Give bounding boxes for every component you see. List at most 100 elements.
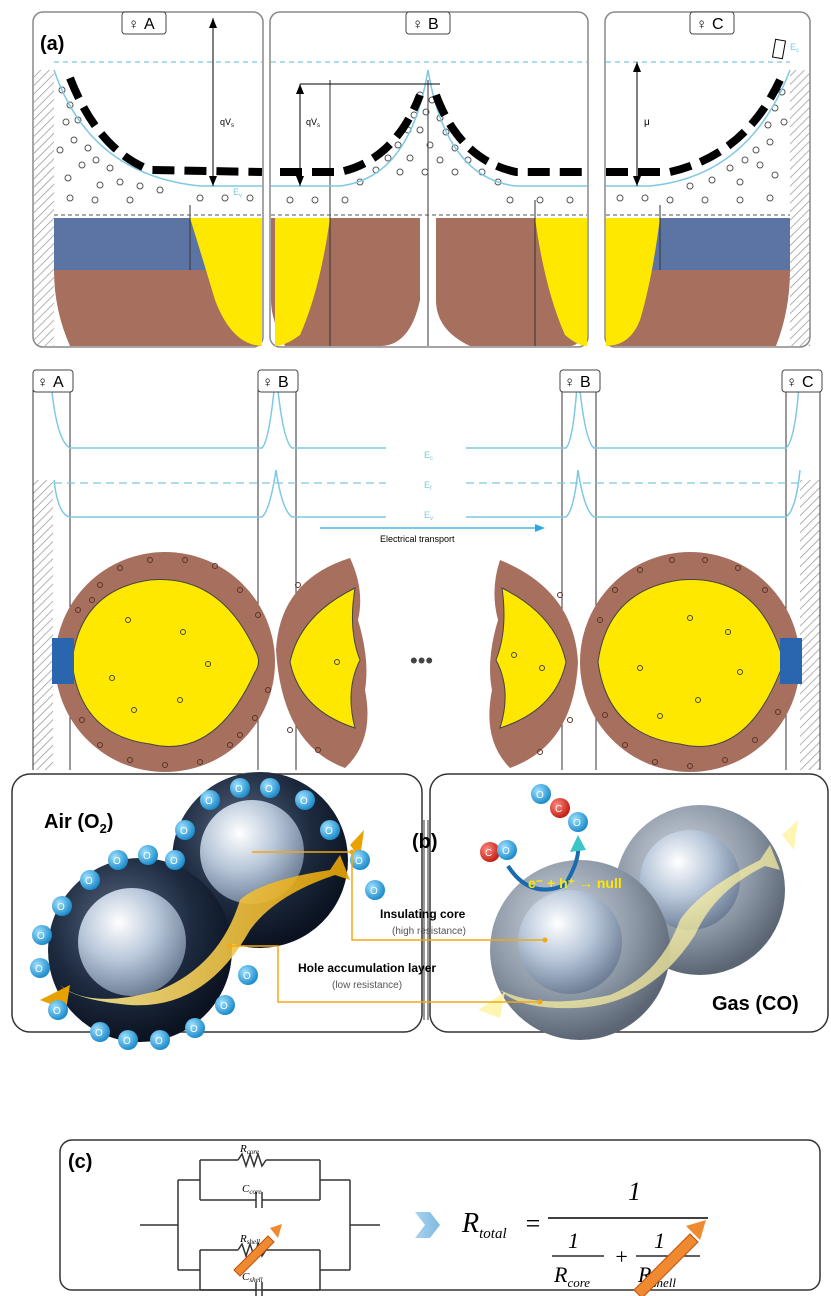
mu-label: μ	[644, 117, 650, 128]
panel-a-label: (a)	[40, 33, 64, 55]
svg-text:(low resistance): (low resistance)	[332, 980, 402, 991]
probe-b-chain-right: ♀B	[560, 370, 600, 392]
probe-a-top: ♀ A	[122, 12, 166, 34]
svg-text:O: O	[37, 931, 45, 942]
o-ion: O	[497, 840, 517, 860]
svg-text:O: O	[170, 856, 178, 867]
ellipsis: •••	[410, 648, 433, 673]
o-ion: O	[108, 850, 128, 870]
probe-c-chain: ♀C	[782, 370, 822, 392]
o-ion: O	[138, 845, 158, 865]
svg-text:C: C	[802, 374, 814, 391]
panel-b: (b) Air (O2) Gas (CO) O O O O O O O O O …	[12, 772, 828, 1050]
probe-c-top: ♀ C	[690, 12, 734, 34]
o-ion: O	[260, 778, 280, 798]
svg-text:O: O	[355, 856, 363, 867]
svg-text:C: C	[485, 848, 492, 859]
grain-right	[580, 552, 802, 772]
o-ion: O	[165, 850, 185, 870]
svg-text:O: O	[265, 784, 273, 795]
svg-text:♀: ♀	[696, 16, 707, 33]
svg-text:O: O	[205, 796, 213, 807]
o-ion: O	[230, 778, 250, 798]
svg-text:B: B	[428, 16, 439, 33]
svg-text:♀: ♀	[37, 374, 48, 391]
svg-text:C: C	[712, 16, 724, 33]
svg-text:O: O	[235, 784, 243, 795]
grain-partial-right	[489, 560, 578, 768]
grain-left	[52, 552, 275, 772]
band-diagram-a: qVs Ev (a) ♀ A	[33, 12, 263, 347]
svg-text:O: O	[502, 846, 510, 857]
svg-text:♀: ♀	[412, 16, 423, 33]
svg-text:+: +	[614, 1244, 629, 1269]
o-ion: O	[48, 1000, 68, 1020]
grain-partial-left	[276, 558, 368, 768]
probe-b-chain-left: ♀B	[258, 370, 298, 392]
svg-text:♀: ♀	[564, 374, 575, 391]
o-ion: O	[295, 790, 315, 810]
svg-text:O: O	[220, 1001, 228, 1012]
svg-text:O: O	[113, 856, 121, 867]
svg-text:A: A	[53, 374, 64, 391]
svg-text:O: O	[123, 1036, 131, 1047]
probe-a-chain: ♀A	[33, 370, 73, 392]
panel-c: (c)	[60, 1140, 820, 1296]
svg-text:O: O	[300, 796, 308, 807]
svg-text:♀: ♀	[128, 16, 139, 33]
panel-b-label: (b)	[412, 831, 438, 853]
svg-text:B: B	[278, 374, 289, 391]
ef-label: Ef	[424, 480, 432, 492]
o-ion: O	[90, 1022, 110, 1042]
o-ion: O	[365, 880, 385, 900]
o-ion: O	[80, 870, 100, 890]
svg-text:O: O	[53, 1006, 61, 1017]
svg-text:O: O	[243, 971, 251, 982]
o-ion: O	[185, 1018, 205, 1038]
band-diagram-c: μ Ec ♀ C	[605, 12, 810, 347]
gas-label: Gas (CO)	[712, 993, 799, 1015]
svg-text:O: O	[325, 826, 333, 837]
svg-text:Hole accumulation layer: Hole accumulation layer	[298, 961, 436, 975]
svg-text:Insulating core: Insulating core	[380, 907, 466, 921]
reaction-text: e⁻ + h⁺ → null	[528, 875, 622, 891]
o-ion: O	[150, 1030, 170, 1050]
o-ion: O	[30, 958, 50, 978]
o-ion: O	[531, 784, 551, 804]
o-ion: O	[52, 896, 72, 916]
o-ion: O	[238, 965, 258, 985]
svg-text:1: 1	[568, 1228, 579, 1253]
o-ion: O	[200, 790, 220, 810]
svg-text:O: O	[370, 886, 378, 897]
svg-text:1: 1	[628, 1177, 641, 1206]
svg-text:O: O	[155, 1036, 163, 1047]
ec-label: Ec	[424, 450, 433, 462]
svg-text:O: O	[143, 851, 151, 862]
svg-text:C: C	[555, 804, 562, 815]
o-ion: O	[32, 925, 52, 945]
probe-b-top: ♀ B	[406, 12, 450, 34]
transport-label: Electrical transport	[380, 534, 455, 544]
svg-text:O: O	[95, 1028, 103, 1039]
svg-text:♀: ♀	[262, 374, 273, 391]
band-diagram-b: qVs ♀ B	[270, 12, 588, 347]
o-ion: O	[215, 995, 235, 1015]
svg-text:♀: ♀	[786, 374, 797, 391]
grain-chain: Ec Ef Ev Electrical transport ♀A ♀B ♀B ♀…	[33, 370, 822, 772]
svg-text:O: O	[190, 1024, 198, 1035]
ev-label: Ev	[424, 510, 433, 522]
svg-text:O: O	[180, 826, 188, 837]
svg-text:O: O	[57, 902, 65, 913]
c-atom: C	[550, 798, 570, 818]
svg-text:A: A	[144, 16, 155, 33]
svg-text:O: O	[85, 876, 93, 887]
c-atom: C	[480, 842, 500, 862]
svg-text:=: =	[524, 1209, 542, 1238]
svg-text:O: O	[35, 964, 43, 975]
svg-text:O: O	[536, 790, 544, 801]
o-ion: O	[320, 820, 340, 840]
o-ion: O	[118, 1030, 138, 1050]
o-ion: O	[175, 820, 195, 840]
svg-text:B: B	[580, 374, 591, 391]
